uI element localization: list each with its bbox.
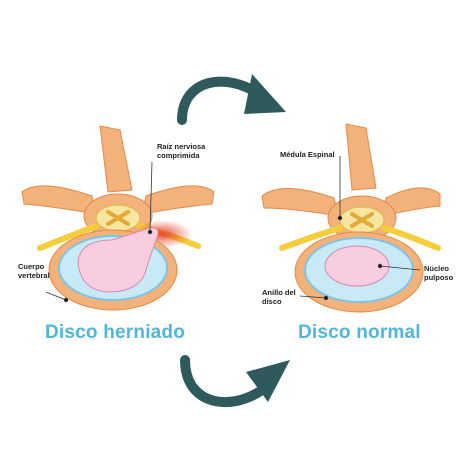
transverse-process-right xyxy=(141,185,215,215)
label-anillo-del-disco: Anillo del disco xyxy=(262,288,296,306)
spinous-process xyxy=(345,123,377,191)
spinal-cord-grey-matter xyxy=(350,212,374,228)
label-anillo-del-disco-line2: disco xyxy=(262,297,282,306)
leader-lines xyxy=(45,156,421,303)
herniated-nucleus xyxy=(77,227,159,293)
label-nucleo-pulposo-line1: Núcleo xyxy=(424,264,450,273)
nerve-root-left xyxy=(279,225,343,251)
transverse-process-left xyxy=(261,187,339,217)
top-curved-arrow xyxy=(177,74,286,125)
spinous-process xyxy=(99,125,133,193)
label-raiz-nerviosa-line2: comprimida xyxy=(157,151,200,160)
label-anillo-del-disco-line1: Anillo del xyxy=(262,288,296,297)
normal-vertebra xyxy=(261,123,441,313)
label-cuerpo-vertebral-line1: Cuerpo xyxy=(18,262,45,271)
label-cuerpo-vertebral-line2: vertebral xyxy=(18,271,50,280)
title-disco-herniado: Disco herniado xyxy=(45,322,186,343)
herniated-vertebra xyxy=(21,125,215,311)
label-raiz-nerviosa: Raíz nerviosa comprimida xyxy=(157,142,205,160)
spinal-cord-grey-matter xyxy=(106,210,130,226)
label-cuerpo-vertebral: Cuerpo vertebral xyxy=(18,262,50,280)
nerve-root-left xyxy=(37,223,99,251)
bottom-curved-arrow xyxy=(180,355,290,407)
label-nucleo-pulposo-line2: pulposo xyxy=(424,273,454,282)
nucleus-pulposus xyxy=(324,245,390,287)
label-raiz-nerviosa-line1: Raíz nerviosa xyxy=(157,142,206,151)
title-disco-normal: Disco normal xyxy=(298,322,421,343)
nerve-root-right xyxy=(381,225,441,251)
label-nucleo-pulposo: Núcleo pulposo xyxy=(424,264,453,282)
label-medula-espinal: Médula Espinal xyxy=(280,150,335,159)
